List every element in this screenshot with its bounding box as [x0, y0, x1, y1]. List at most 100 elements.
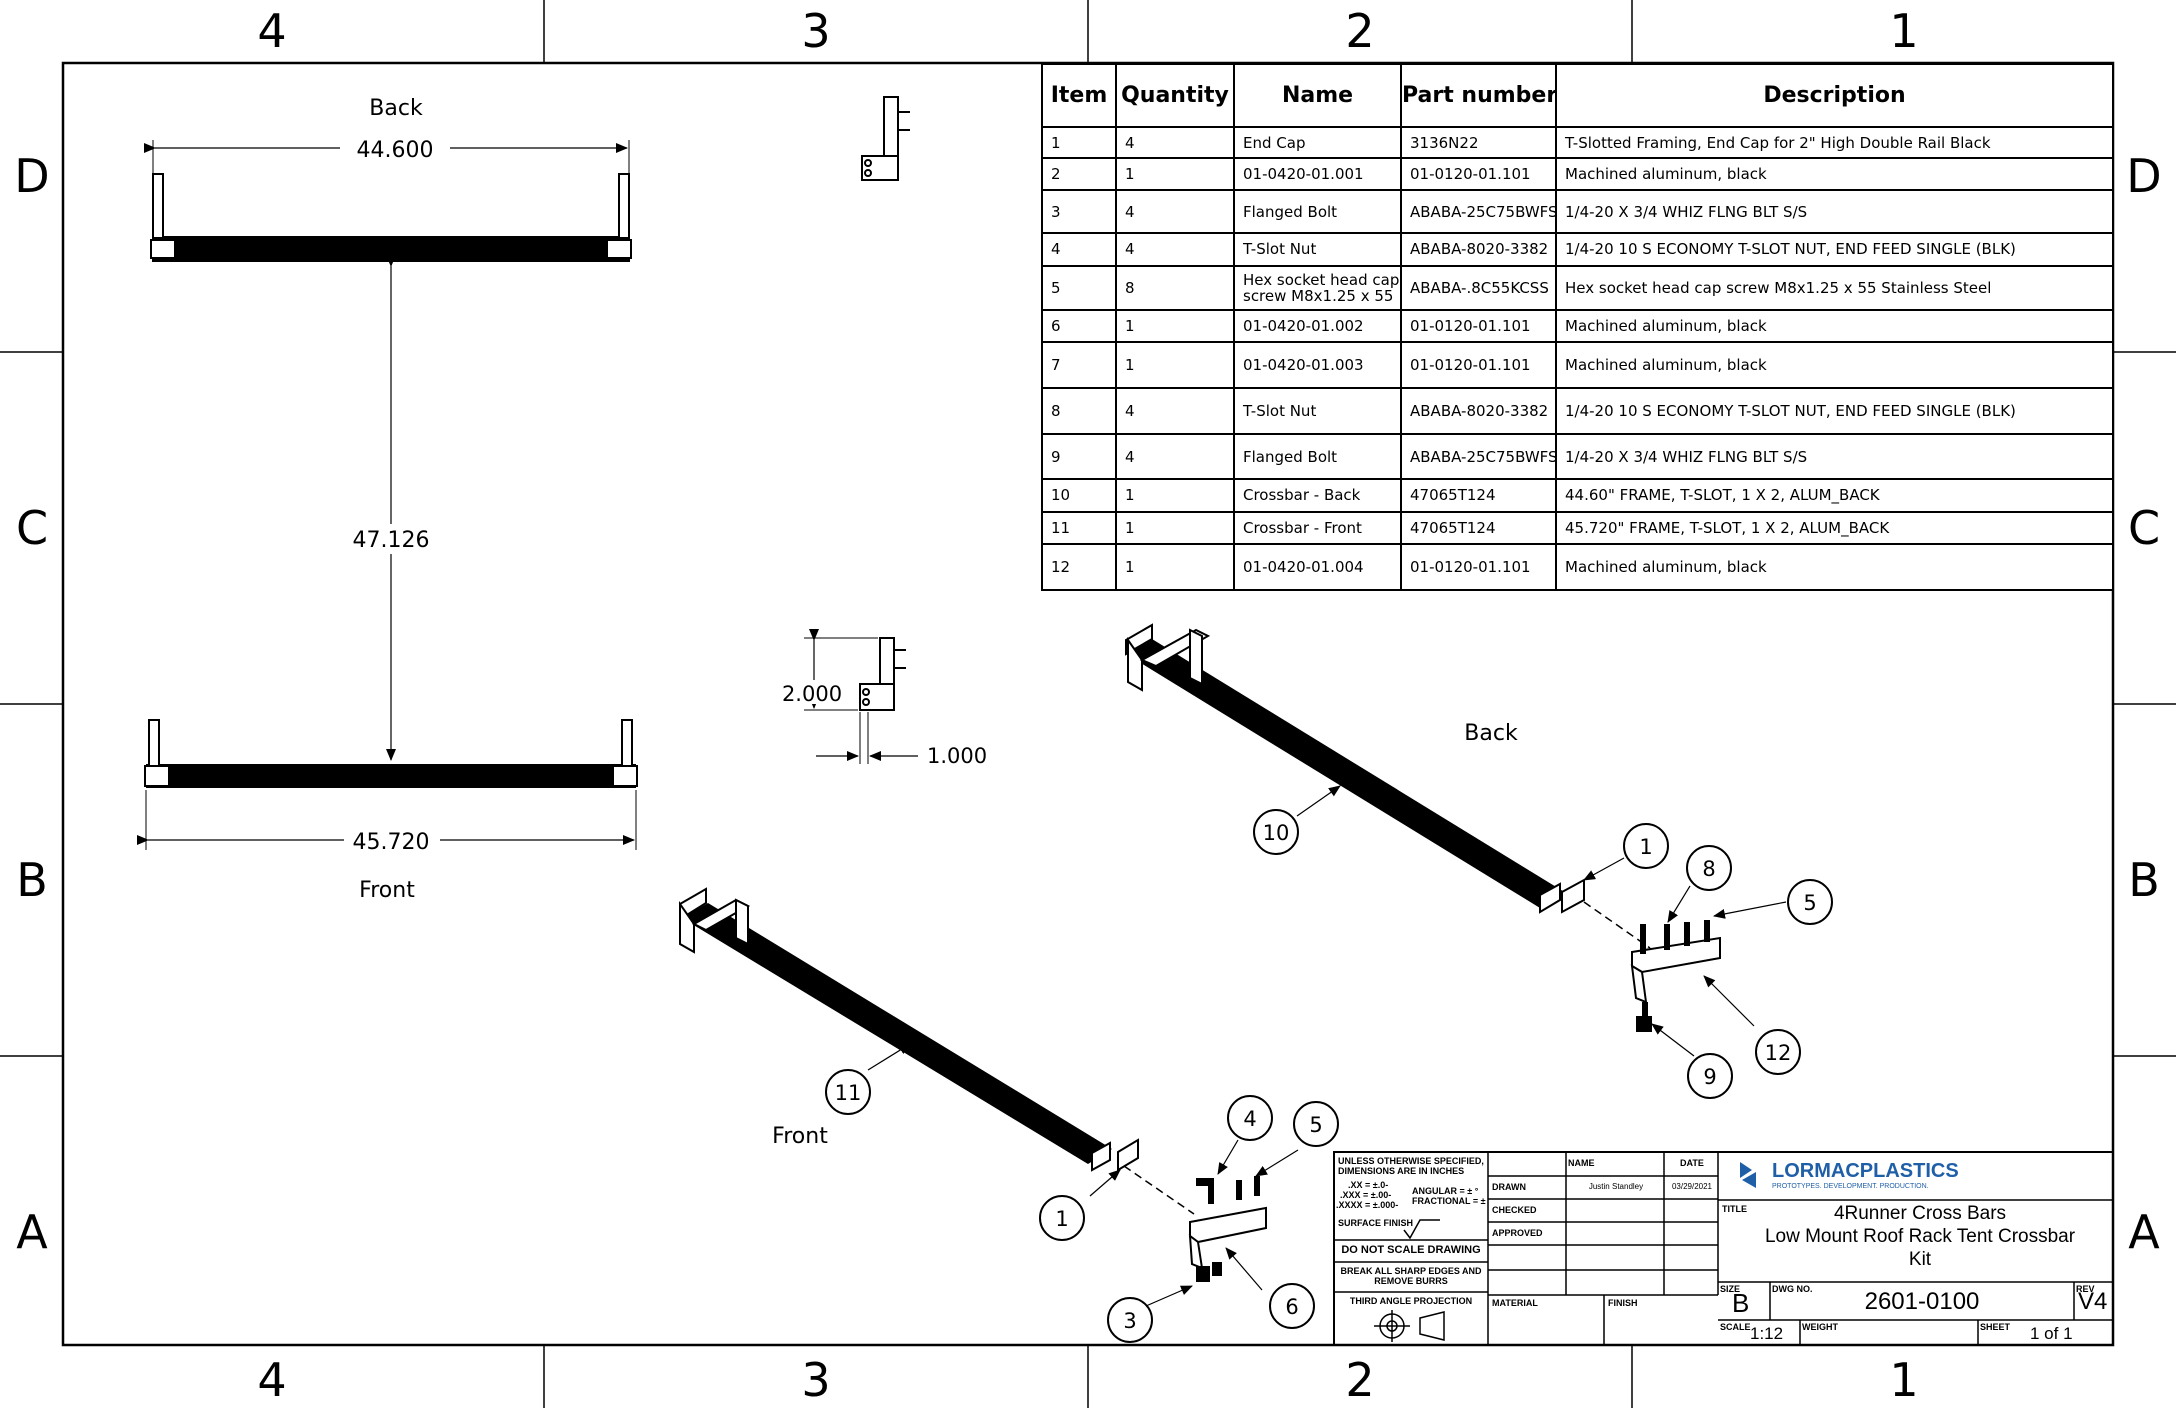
rev-label: REV	[2076, 1284, 2095, 1294]
bom-cell: 1	[1115, 340, 1235, 390]
bom-cell: Machined aluminum, black	[1555, 340, 2114, 390]
bom-row: 6 1 01-0420-01.002 01-0120-01.101 Machin…	[1041, 308, 2114, 343]
projection-label: THIRD ANGLE PROJECTION	[1349, 1296, 1473, 1306]
title-line-2: Low Mount Roof Rack Tent Crossbar	[1764, 1226, 2076, 1247]
drawn-label: DRAWN	[1492, 1182, 1526, 1192]
zone-col-3-top: 3	[801, 4, 831, 58]
bom-row: 7 1 01-0420-01.003 01-0120-01.101 Machin…	[1041, 340, 2114, 390]
revision: V4	[2078, 1288, 2108, 1315]
bom-cell: Flanged Bolt	[1233, 189, 1402, 235]
bom-cell: 1/4-20 X 3/4 WHIZ FLNG BLT S/S	[1555, 189, 2114, 235]
bom-cell: 4	[1115, 125, 1235, 160]
bom-cell: ABABA-.8C55KCSS	[1400, 264, 1557, 311]
bom-cell: 11	[1041, 510, 1117, 545]
bom-cell: Machined aluminum, black	[1555, 542, 2114, 592]
sheet-size: B	[1732, 1288, 1750, 1318]
drawn-date: 03/29/2021	[1671, 1182, 1713, 1191]
drawn-by-name: Justin Standley	[1588, 1182, 1644, 1191]
tolerance-three-place: .XXX = ±.00-	[1340, 1190, 1392, 1200]
iso-front-crossbar	[678, 887, 1267, 1282]
bom-cell: 01-0420-01.003	[1233, 340, 1402, 390]
bom-cell: 4	[1115, 387, 1235, 436]
drawing-scale: 1:12	[1750, 1324, 1784, 1343]
bill-of-materials-table: Item Quantity Name Part number Descripti…	[1041, 63, 2114, 592]
company-name: LORMACPLASTICS	[1772, 1160, 1959, 1182]
balloon-9: 9	[1703, 1065, 1716, 1089]
bom-cell: 01-0120-01.101	[1400, 157, 1557, 192]
bom-cell: Hex socket head cap screw M8x1.25 x 55	[1233, 264, 1402, 311]
sheet-label: SHEET	[1980, 1322, 2011, 1332]
zone-row-c-left: C	[15, 501, 49, 555]
bom-cell: 01-0120-01.101	[1400, 340, 1557, 390]
balloon-10: 10	[1263, 821, 1290, 845]
sheet-number: 1 of 1	[2030, 1324, 2073, 1343]
balloon-5-front: 5	[1309, 1113, 1322, 1137]
checked-label: CHECKED	[1492, 1205, 1537, 1215]
bom-cell: 4	[1115, 232, 1235, 267]
bom-cell: 2	[1041, 157, 1117, 192]
approved-label: APPROVED	[1492, 1228, 1543, 1238]
tolerance-angular: ANGULAR = ± °	[1412, 1186, 1479, 1196]
zone-col-1-bottom: 1	[1889, 1353, 1919, 1407]
iso-front-label: Front	[772, 1124, 828, 1149]
bom-row: 5 8 Hex socket head cap screw M8x1.25 x …	[1041, 264, 2114, 311]
bom-cell: 3	[1041, 189, 1117, 235]
zone-row-c-right: C	[2127, 501, 2161, 555]
balloon-leaders	[867, 785, 1787, 1307]
bom-row: 4 4 T-Slot Nut ABABA-8020-3382 1/4-20 10…	[1041, 232, 2114, 267]
bom-cell: 1/4-20 10 S ECONOMY T-SLOT NUT, END FEED…	[1555, 387, 2114, 436]
bom-cell: 01-0420-01.001	[1233, 157, 1402, 192]
bom-cell: 5	[1041, 264, 1117, 311]
bom-cell: Hex socket head cap screw M8x1.25 x 55 S…	[1555, 264, 2114, 311]
title-line-3: Kit	[1908, 1249, 1932, 1270]
bom-cell: ABABA-25C75BWFS	[1400, 433, 1557, 481]
bom-cell: Machined aluminum, black	[1555, 157, 2114, 192]
balloon-6: 6	[1285, 1295, 1298, 1319]
bom-cell: 44.60" FRAME, T-SLOT, 1 X 2, ALUM_BACK	[1555, 478, 2114, 513]
company-tagline: PROTOTYPES. DEVELOPMENT. PRODUCTION.	[1772, 1183, 1929, 1190]
weight-label: WEIGHT	[1802, 1322, 1838, 1332]
bom-cell: 01-0120-01.101	[1400, 308, 1557, 343]
bom-cell: 12	[1041, 542, 1117, 592]
zone-col-1-top: 1	[1889, 4, 1919, 58]
bom-cell: 01-0420-01.004	[1233, 542, 1402, 592]
date-column-header: DATE	[1680, 1158, 1704, 1168]
bom-cell: 01-0420-01.002	[1233, 308, 1402, 343]
bom-cell: 1	[1115, 542, 1235, 592]
bom-cell: 10	[1041, 478, 1117, 513]
balloon-1-back: 1	[1639, 835, 1652, 859]
bom-header-row: Item Quantity Name Part number Descripti…	[1041, 63, 2114, 128]
bom-cell: ABABA-25C75BWFS	[1400, 189, 1557, 235]
projection-symbol	[1374, 1310, 1445, 1342]
material-label: MATERIAL	[1492, 1298, 1538, 1308]
title-line-1: 4Runner Cross Bars	[1833, 1203, 2007, 1224]
dim-bracket-height: 2.000	[782, 682, 842, 706]
back-view-label: Back	[369, 96, 423, 121]
bom-row: 2 1 01-0420-01.001 01-0120-01.101 Machin…	[1041, 157, 2114, 192]
bom-cell: Flanged Bolt	[1233, 433, 1402, 481]
balloon-12: 12	[1765, 1041, 1792, 1065]
bom-cell: T-Slotted Framing, End Cap for 2" High D…	[1555, 125, 2114, 160]
bom-cell: 8	[1041, 387, 1117, 436]
bom-row: 12 1 01-0420-01.004 01-0120-01.101 Machi…	[1041, 542, 2114, 592]
bom-row: 3 4 Flanged Bolt ABABA-25C75BWFS 1/4-20 …	[1041, 189, 2114, 235]
bom-cell: 01-0120-01.101	[1400, 542, 1557, 592]
tolerance-two-place: .XX = ±.0-	[1348, 1180, 1389, 1190]
bom-row: 8 4 T-Slot Nut ABABA-8020-3382 1/4-20 10…	[1041, 387, 2114, 436]
drawing-number: 2601-0100	[1864, 1288, 1980, 1315]
title-label: TITLE	[1722, 1204, 1747, 1214]
name-column-header: NAME	[1568, 1158, 1595, 1168]
front-crossbar-view	[137, 719, 638, 850]
dwg-no-label: DWG NO.	[1772, 1284, 1813, 1294]
zone-col-3-bottom: 3	[801, 1353, 831, 1407]
finish-label: FINISH	[1608, 1298, 1638, 1308]
drawing-title: 4Runner Cross Bars Low Mount Roof Rack T…	[1730, 1202, 2110, 1271]
bom-header-quantity: Quantity	[1115, 63, 1235, 128]
bom-cell: 1/4-20 X 3/4 WHIZ FLNG BLT S/S	[1555, 433, 2114, 481]
bom-cell: 8	[1115, 264, 1235, 311]
bom-cell: 45.720" FRAME, T-SLOT, 1 X 2, ALUM_BACK	[1555, 510, 2114, 545]
bom-cell: 1/4-20 10 S ECONOMY T-SLOT NUT, END FEED…	[1555, 232, 2114, 267]
bom-cell: T-Slot Nut	[1233, 387, 1402, 436]
